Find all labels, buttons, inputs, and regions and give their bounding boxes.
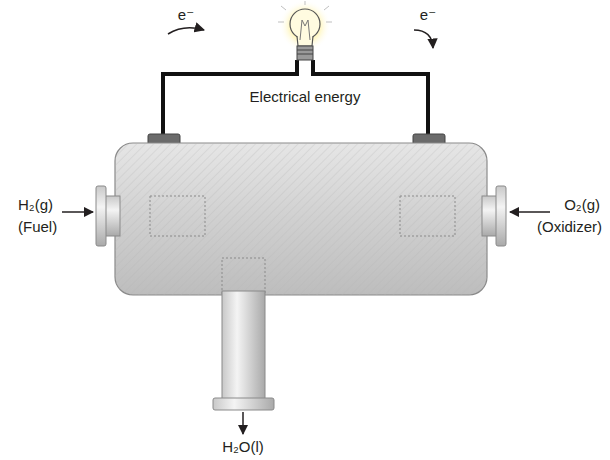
oxidizer-formula: O₂(g): [564, 196, 600, 214]
electron-label: e⁻: [420, 6, 436, 24]
electron-label: e⁻: [178, 6, 194, 24]
oxidizer-label: (Oxidizer): [537, 218, 602, 236]
product-formula: H₂O(l): [222, 438, 264, 456]
energy-label: Electrical energy: [250, 88, 361, 106]
fuel-formula: H₂(g): [18, 196, 53, 214]
fuel-label: (Fuel): [18, 218, 57, 236]
